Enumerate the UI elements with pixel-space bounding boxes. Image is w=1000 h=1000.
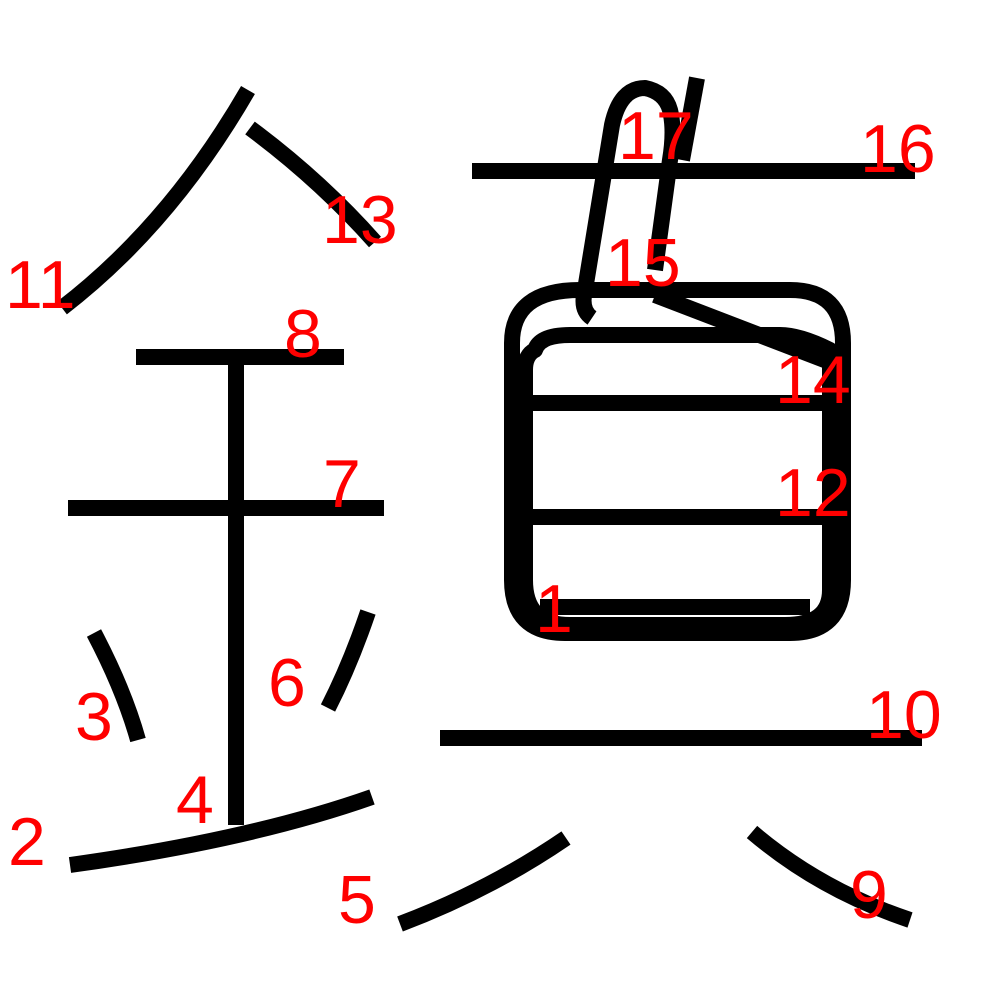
stroke-label-3: 3 [75,679,113,755]
stroke-label-13: 13 [322,182,398,258]
stroke-14 [652,287,838,372]
stroke-label-7: 7 [323,446,361,522]
stroke-label-4: 4 [176,762,214,838]
strokes [57,76,922,932]
stroke-labels: 1 2 3 4 5 6 7 8 9 10 11 12 13 14 15 16 1… [5,98,942,938]
stroke-15 [575,80,681,325]
stroke-2 [68,789,375,873]
stroke-1 [517,327,838,633]
stroke-6 [320,609,376,712]
stroke-label-11: 11 [5,247,76,323]
stroke-9 [746,825,913,928]
stroke-5 [397,831,571,932]
stroke-11 [57,85,255,315]
stroke-label-16: 16 [860,111,936,187]
stroke-label-14: 14 [775,342,851,418]
stroke-label-10: 10 [866,677,942,753]
stroke-label-8: 8 [284,296,322,372]
stroke-label-17: 17 [618,98,694,174]
stroke-label-5: 5 [338,862,376,938]
stroke-label-9: 9 [850,857,888,933]
stroke-17 [674,76,705,162]
stroke-label-12: 12 [775,455,851,531]
stroke-label-2: 2 [8,804,46,880]
stroke-label-6: 6 [268,645,306,721]
stroke-13 [245,121,381,248]
stroke-label-15: 15 [605,225,681,301]
stroke-3 [86,629,146,743]
stroke-label-1: 1 [535,571,573,647]
stroke-1-outer [504,282,851,641]
